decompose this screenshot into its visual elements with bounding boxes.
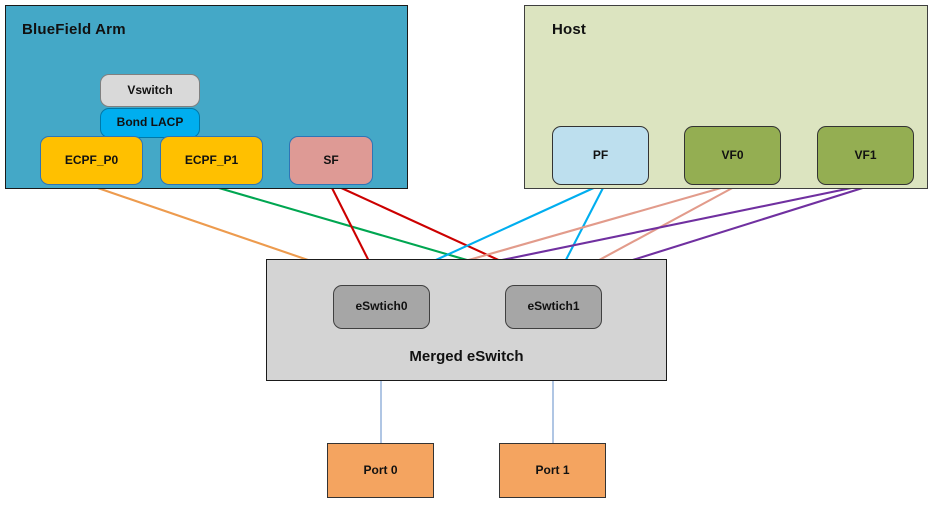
node-label-eswitch0: eSwtich0	[355, 299, 408, 314]
node-sf[interactable]: SF	[289, 136, 373, 185]
node-port1[interactable]: Port 1	[499, 443, 606, 498]
node-pf[interactable]: PF	[552, 126, 649, 185]
panel-label-bluefield-arm: BlueField Arm	[22, 21, 126, 38]
node-port0[interactable]: Port 0	[327, 443, 434, 498]
node-label-ecpf-p0: ECPF_P0	[64, 152, 119, 167]
node-label-pf: PF	[592, 147, 609, 162]
node-label-bond-lacp: Bond LACP	[116, 115, 184, 130]
node-label-ecpf-p1: ECPF_P1	[184, 152, 239, 167]
panel-label-merged-eswitch: Merged eSwitch	[409, 348, 524, 365]
node-ecpf-p1[interactable]: ECPF_P1	[160, 136, 263, 185]
node-eswitch0[interactable]: eSwtich0	[333, 285, 430, 329]
node-label-port0: Port 0	[363, 462, 398, 477]
node-ecpf-p0[interactable]: ECPF_P0	[40, 136, 143, 185]
panel-label-host: Host	[552, 21, 587, 38]
node-eswitch1[interactable]: eSwtich1	[505, 285, 602, 329]
node-label-sf: SF	[323, 152, 339, 167]
node-bond-lacp[interactable]: Bond LACP	[100, 108, 200, 138]
node-label-port1: Port 1	[535, 462, 570, 477]
node-label-vf1: VF1	[854, 147, 877, 162]
node-vf0[interactable]: VF0	[684, 126, 781, 185]
node-label-eswitch1: eSwtich1	[527, 299, 580, 314]
node-label-vswitch: Vswitch	[127, 82, 173, 97]
node-vf1[interactable]: VF1	[817, 126, 914, 185]
node-label-vf0: VF0	[721, 147, 744, 162]
node-vswitch[interactable]: Vswitch	[100, 74, 200, 107]
